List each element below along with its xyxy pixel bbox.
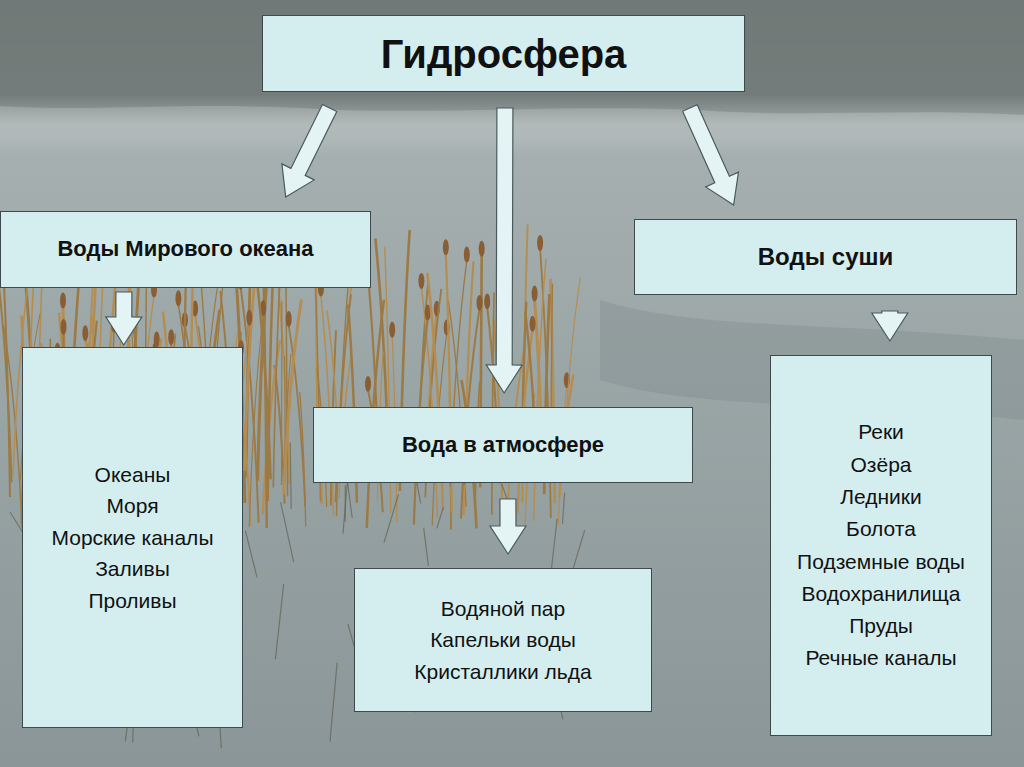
list-box: Водяной парКапельки водыКристаллики льда (354, 568, 652, 712)
reed-head (61, 319, 67, 335)
reed-head (175, 290, 181, 306)
reed-stem (241, 288, 259, 523)
list-item: Капельки воды (430, 624, 576, 656)
box-heading: Гидросфера (381, 30, 627, 78)
list-item: Речные каналы (805, 642, 956, 674)
reed-head (484, 293, 490, 309)
list-item: Кристаллики льда (414, 656, 591, 688)
reed-head (418, 273, 424, 289)
list-item: Моря (106, 490, 158, 522)
list-item: Ледники (840, 481, 922, 513)
reed-stem (284, 299, 302, 494)
reed-stem (421, 287, 437, 518)
list-item: Морские каналы (52, 522, 214, 554)
root-box: Гидросфера (262, 15, 745, 92)
reed-head (479, 241, 485, 257)
block-arrow (872, 311, 908, 341)
reed-stem (281, 301, 282, 485)
list-item: Озёра (850, 449, 911, 481)
reed-reflection (290, 443, 291, 510)
reed-head (168, 329, 174, 345)
reed-head (60, 293, 66, 309)
reed-stem (255, 264, 271, 480)
reed-reflection (245, 531, 257, 578)
list-item: Проливы (88, 585, 176, 617)
category-box: Воды Мирового океана (0, 211, 371, 288)
reed-stem (244, 258, 257, 471)
reed-head (365, 376, 371, 392)
list-item: Водяной пар (441, 593, 565, 625)
block-arrow (282, 105, 337, 198)
list-item: Болота (846, 513, 916, 545)
reed-stem (249, 314, 263, 527)
reed-head (82, 325, 88, 341)
reed-head (286, 311, 292, 327)
reed-reflection (384, 494, 399, 542)
reed-head (389, 322, 395, 338)
list-item: Океаны (95, 459, 171, 491)
reed-head (246, 310, 252, 326)
list-item: Пруды (849, 610, 913, 642)
reed-reflection (572, 530, 585, 573)
list-box: ОкеаныМоряМорские каналыЗаливыПроливы (22, 347, 243, 728)
reed-reflection (281, 502, 294, 562)
reed-head (477, 295, 483, 311)
reed-reflection (563, 493, 565, 524)
category-box: Воды суши (634, 219, 1017, 295)
reed-reflection (551, 519, 557, 573)
list-item: Заливы (95, 553, 170, 585)
block-arrow (683, 105, 739, 205)
reed-head (464, 247, 470, 263)
reed-reflection (345, 485, 346, 521)
reed-head (443, 239, 449, 255)
reed-reflection (275, 584, 283, 659)
block-arrow (486, 108, 522, 393)
reed-reflection (437, 507, 444, 528)
reed-head (532, 286, 538, 302)
list-item: Реки (858, 416, 904, 448)
block-arrow (490, 499, 526, 554)
list-box: РекиОзёраЛедникиБолотаПодземные водыВодо… (770, 355, 992, 736)
box-heading: Воды суши (758, 243, 894, 272)
box-heading: Вода в атмосфере (402, 432, 604, 458)
reed-stem (0, 263, 12, 482)
reed-stem (300, 392, 306, 526)
reed-head (537, 235, 543, 251)
box-heading: Воды Мирового океана (57, 236, 313, 262)
list-item: Подземные воды (797, 546, 965, 578)
block-arrow (106, 292, 142, 345)
reed-reflection (330, 663, 337, 742)
reed-head (530, 316, 536, 332)
reed-reflection (424, 528, 429, 566)
list-item: Водохранилища (801, 578, 960, 610)
category-box: Вода в атмосфере (313, 407, 693, 483)
